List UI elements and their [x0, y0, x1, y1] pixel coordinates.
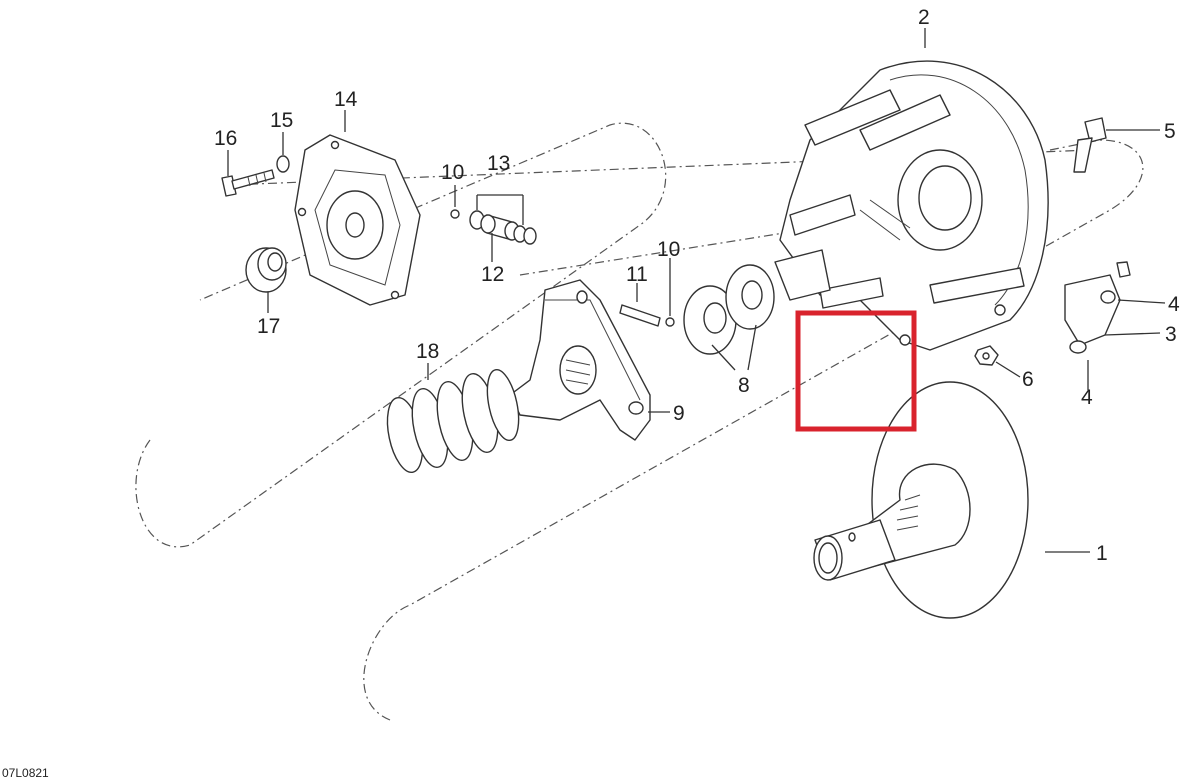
part-18-spring	[386, 368, 520, 474]
part-9-spider	[509, 279, 651, 441]
callout-1: 1	[1096, 542, 1108, 565]
part-11-pin	[619, 304, 675, 327]
callout-13: 13	[487, 152, 510, 175]
callout-6: 6	[1022, 368, 1034, 391]
callout-10-right: 10	[657, 238, 680, 261]
callout-11: 11	[626, 263, 648, 286]
highlight-box	[795, 310, 917, 432]
callout-17: 17	[257, 315, 280, 338]
part-5-screw	[1073, 117, 1107, 173]
part-15-washer	[276, 155, 290, 173]
callout-4-top: 4	[1168, 293, 1180, 316]
part-8-washers	[683, 264, 775, 355]
callout-2: 2	[918, 6, 930, 29]
callout-10-left: 10	[441, 161, 464, 184]
assembly-outline	[135, 122, 1144, 721]
part-2-movable-sheave	[774, 60, 1049, 351]
part-3-roller-arm	[1064, 261, 1131, 354]
part-14-cover-plate	[294, 134, 421, 306]
part-13-bushing-set	[450, 209, 537, 245]
callout-3: 3	[1165, 323, 1177, 346]
callout-16: 16	[214, 127, 237, 150]
callout-8: 8	[738, 374, 750, 397]
part-1-fixed-sheave	[813, 381, 1029, 619]
callout-5: 5	[1164, 120, 1176, 143]
callout-9: 9	[673, 402, 685, 425]
part-17-grommet	[245, 247, 287, 293]
leader-lines	[227, 28, 1166, 553]
part-16-bolt	[221, 169, 275, 197]
callout-12: 12	[481, 263, 504, 286]
callout-4-bottom: 4	[1081, 386, 1093, 409]
callout-15: 15	[270, 109, 293, 132]
part-6-nut	[974, 345, 999, 366]
callout-14: 14	[334, 88, 358, 111]
figure-code: 07L0821	[2, 766, 49, 780]
callout-18: 18	[416, 340, 439, 363]
